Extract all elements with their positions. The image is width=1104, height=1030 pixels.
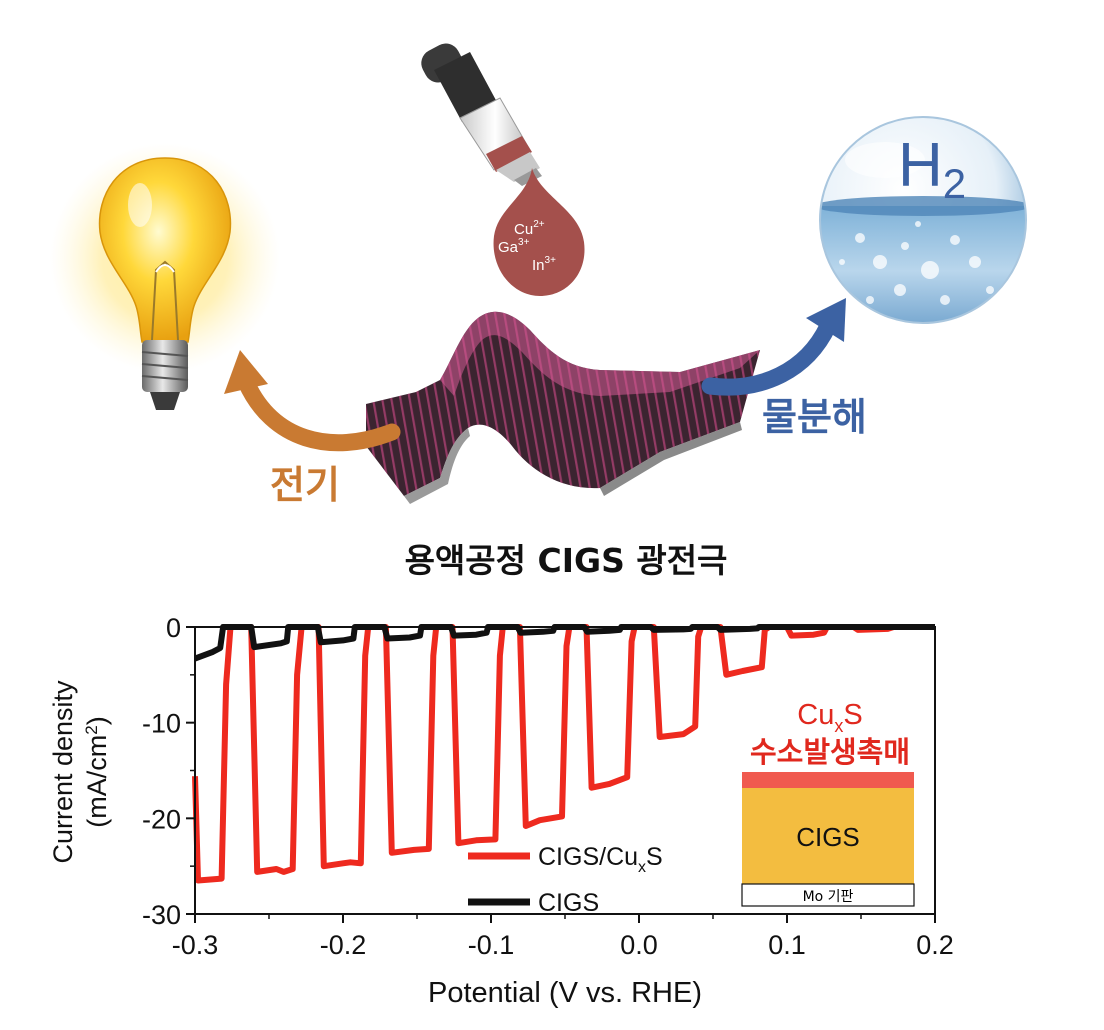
x-tick-label: 0.0: [620, 930, 658, 960]
water-splitting-arrow: [701, 298, 846, 396]
y-axis-label: Current density: [48, 680, 78, 864]
y-tick-label: -30: [142, 900, 181, 930]
drop-shape: [493, 168, 585, 296]
catalyst-formula: CuxS: [797, 699, 862, 736]
cigs-layer: [742, 788, 914, 884]
x-axis-label: Potential (V vs. RHE): [428, 977, 702, 1009]
catalyst-label: 수소발생촉매: [750, 735, 910, 769]
y-tick-label: 0: [166, 613, 181, 643]
drop-ion-cu: Cu2+: [514, 219, 545, 238]
drop-ion-ga: Ga3+: [498, 237, 530, 256]
x-tick-label: -0.1: [468, 930, 515, 960]
x-tick-label: 0.1: [768, 930, 806, 960]
x-tick-label: -0.2: [320, 930, 367, 960]
cigs-layer-label: CIGS: [796, 822, 860, 852]
hydrogen-label: H2: [898, 131, 966, 207]
light-bulb-icon: [50, 143, 280, 410]
current-density-chart: -0.3 -0.2 -0.1 0.0 0.1 0.2 0 -10 -20 -30 Current …: [48, 613, 954, 1009]
layer-stack-inset: CuxS 수소발생촉매 CIGS Mo 기판: [741, 699, 915, 907]
y-axis-unit: (mA/cm2): [82, 716, 112, 827]
x-tick-label: 0.2: [916, 930, 954, 960]
legend-label-cigs: CIGS: [538, 889, 599, 917]
catalyst-layer: [742, 772, 914, 788]
chart-legend: CIGS/CuxS CIGS: [468, 843, 663, 917]
electricity-arrow: [224, 350, 401, 452]
series-line-cigs: [193, 624, 935, 662]
water-splitting-label: 물분해: [762, 395, 867, 439]
precursor-drop: Cu2+ Ga3+ In3+: [493, 168, 585, 296]
photoelectrode-caption: 용액공정 CIGS 광전극: [405, 541, 728, 580]
flexible-cigs-sheet: [366, 311, 760, 504]
y-tick-label: -20: [142, 804, 181, 834]
dropper-icon: [421, 43, 542, 186]
legend-label-cigs-cuxs: CIGS/CuxS: [538, 843, 663, 876]
electricity-label: 전기: [270, 463, 340, 507]
y-tick-label: -10: [142, 709, 181, 739]
mo-substrate-label: Mo 기판: [803, 889, 854, 905]
mo-substrate-layer: [741, 883, 915, 907]
drop-ion-in: In3+: [532, 255, 556, 274]
x-tick-label: -0.3: [172, 930, 219, 960]
